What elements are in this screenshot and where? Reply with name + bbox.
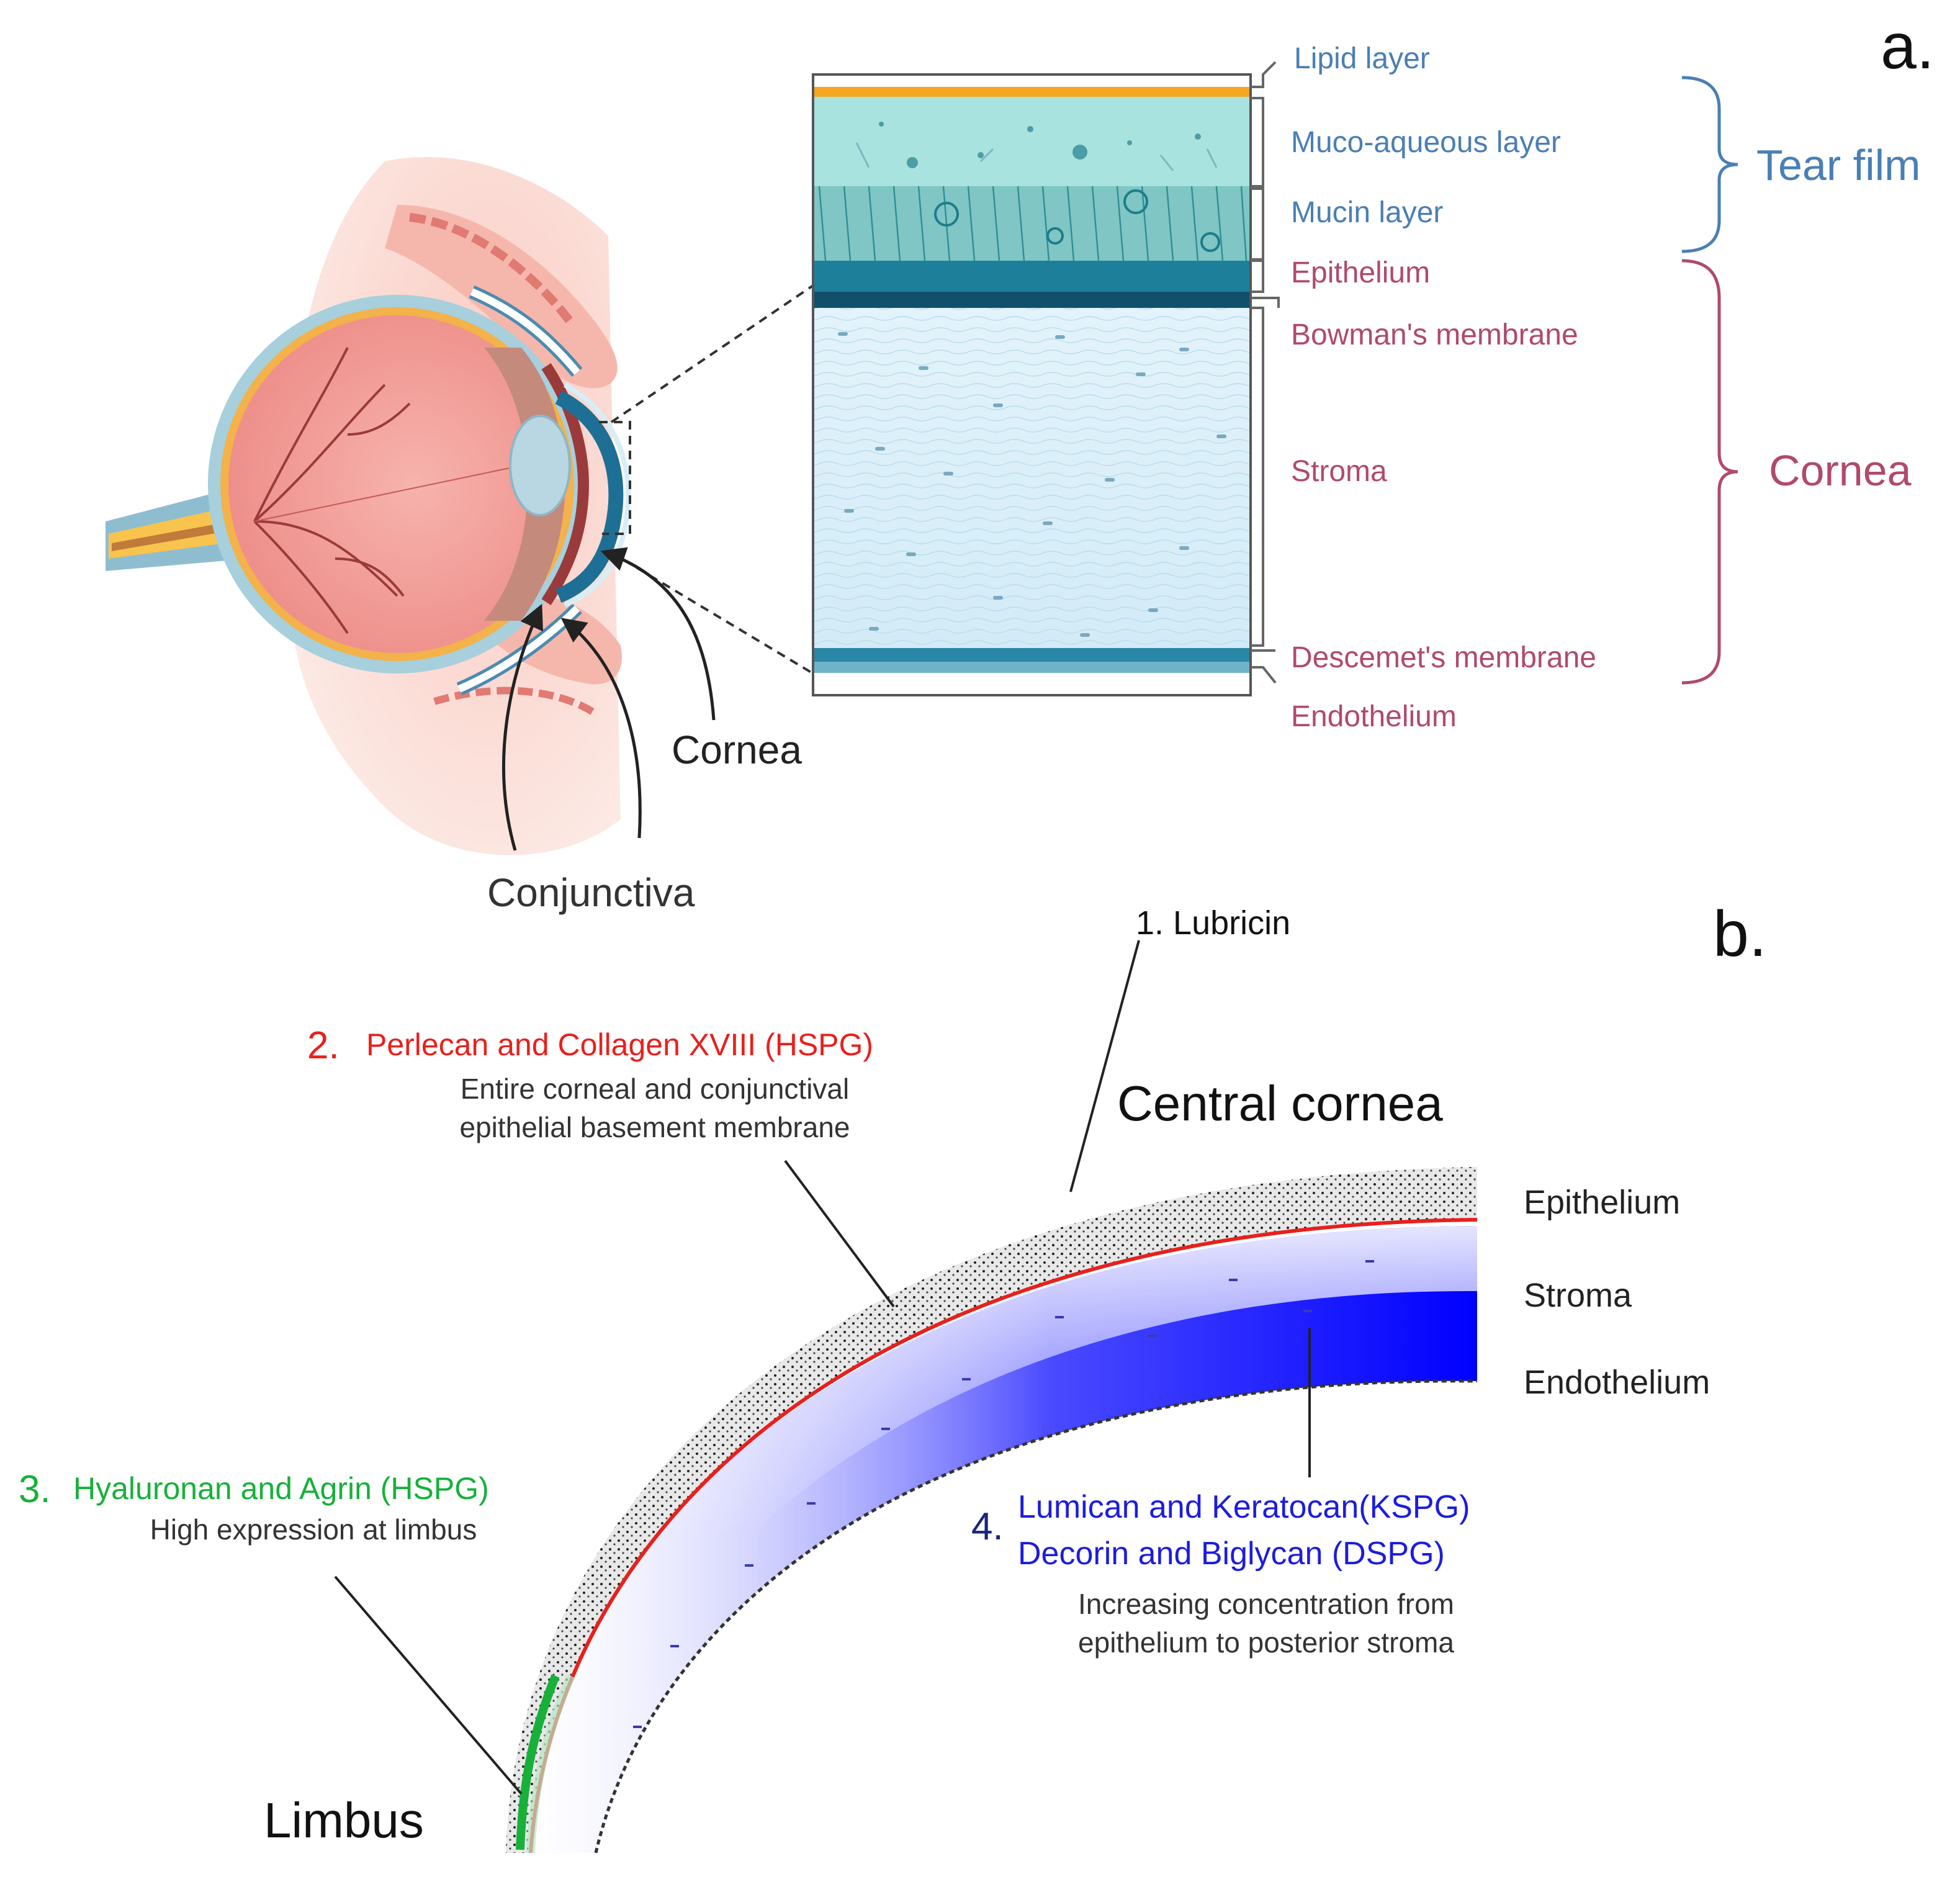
group-braces [1681, 76, 1738, 685]
b-label-epithelium: Epithelium [1524, 1184, 1680, 1221]
zoom-connector [599, 284, 814, 675]
label-muco-aqueous-layer: Muco-aqueous layer [1291, 126, 1561, 159]
mucin-band [814, 186, 1249, 261]
label-endothelium: Endothelium [1291, 700, 1457, 733]
layer-brackets [1251, 61, 1280, 684]
lipid-band [814, 87, 1249, 97]
label-descemets-membrane: Descemet's membrane [1291, 641, 1596, 674]
hspg-title: Perlecan and Collagen XVIII (HSPG) [366, 1027, 873, 1062]
conjunctiva-label: Conjunctiva [487, 870, 695, 915]
kspg-desc-line1: Increasing concentration from [1078, 1588, 1454, 1620]
layer-labels: Lipid layer Muco-aqueous layer Mucin lay… [1291, 42, 1596, 733]
central-cornea-label: Central cornea [1117, 1076, 1443, 1131]
cornea-eye-label: Cornea [672, 727, 802, 772]
hspg-desc-line1: Entire corneal and conjunctival [461, 1073, 849, 1105]
callout-arrows [501, 547, 716, 851]
b-label-endothelium: Endothelium [1524, 1364, 1710, 1401]
corneal-layer-stack [812, 73, 1252, 696]
cornea-arc [506, 1167, 1478, 1853]
muco-aqueous-band [814, 97, 1249, 190]
bowman-band [814, 292, 1249, 308]
limbus-green-segment [516, 1674, 560, 1850]
descemet-band [814, 648, 1249, 662]
label-bowmans-membrane: Bowman's membrane [1291, 318, 1578, 351]
endothelium-band [814, 662, 1249, 673]
lubricin-label: 1. Lubricin [1136, 904, 1290, 942]
kspg-number: 4. [971, 1505, 1004, 1548]
label-mucin-layer: Mucin layer [1291, 196, 1443, 229]
label-lipid-layer: Lipid layer [1294, 42, 1430, 75]
kspg-desc-line2: epithelium to posterior stroma [1078, 1626, 1454, 1659]
epithelium-band [814, 261, 1249, 292]
hyaluronan-title: Hyaluronan and Agrin (HSPG) [73, 1471, 489, 1506]
stroma-arc [528, 1226, 1477, 1853]
b-label-stroma: Stroma [1524, 1277, 1632, 1314]
hspg-desc-line2: epithelial basement membrane [459, 1111, 850, 1143]
eye-illustration [106, 156, 631, 855]
hyaluronan-number: 3. [19, 1468, 51, 1511]
panel-a-label: a. [1881, 11, 1935, 83]
panel-b-label: b. [1713, 898, 1767, 970]
kspg-title-line1: Lumican and Keratocan(KSPG) [1018, 1489, 1470, 1525]
hspg-number: 2. [307, 1024, 339, 1067]
hyaluronan-desc: High expression at limbus [150, 1513, 477, 1546]
label-epithelium: Epithelium [1291, 256, 1430, 289]
limbus-label: Limbus [264, 1793, 424, 1848]
cornea-group-label: Cornea [1769, 446, 1912, 495]
label-stroma: Stroma [1291, 455, 1387, 488]
kspg-title-line2: Decorin and Biglycan (DSPG) [1018, 1536, 1445, 1572]
tear-film-label: Tear film [1756, 141, 1920, 189]
leader-lines [334, 940, 1311, 1795]
